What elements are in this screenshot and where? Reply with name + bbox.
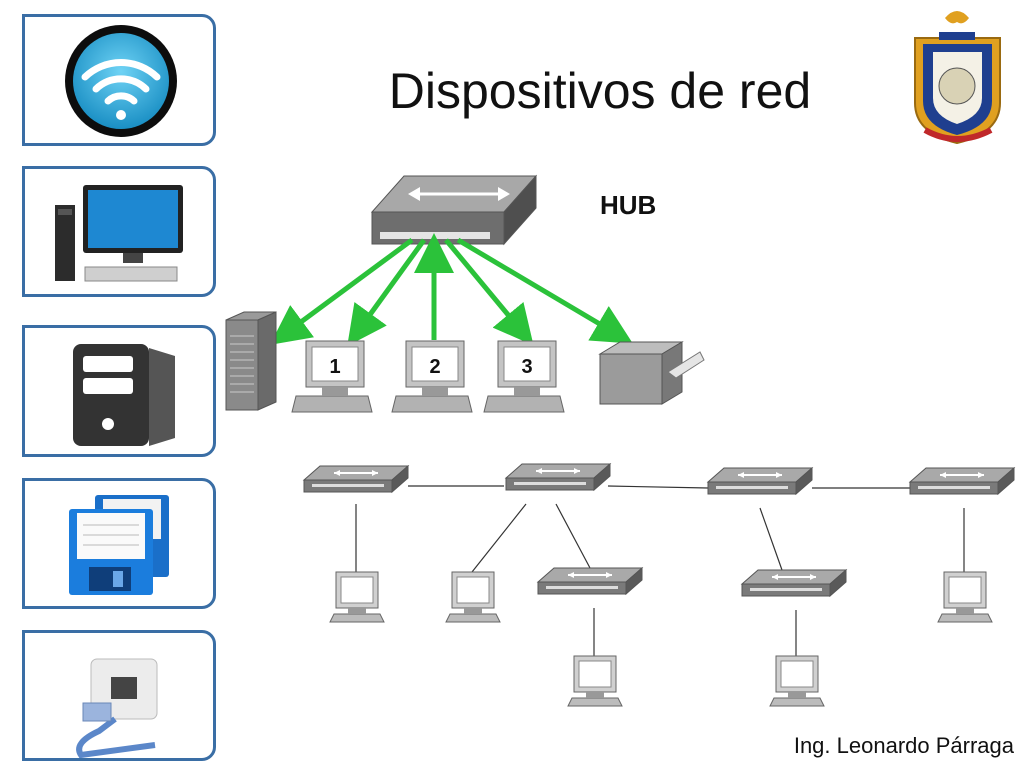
pc-3 — [567, 655, 623, 707]
sidebar-tile-desktop — [22, 166, 216, 297]
terminal-2-label: 2 — [429, 356, 440, 378]
switch-topology — [303, 463, 1015, 707]
slide-title: Dispositivos de red — [388, 63, 812, 119]
terminal-3: 3 — [483, 340, 565, 413]
sidebar-tile-server — [22, 325, 216, 457]
switch-1 — [303, 465, 409, 493]
server-tower-icon — [73, 344, 175, 446]
switch-3 — [707, 467, 813, 495]
hub-connection-arrows — [269, 233, 633, 347]
switch-4 — [909, 467, 1015, 495]
sidebar-tile-wifi — [22, 14, 216, 146]
pc-4 — [769, 655, 825, 707]
pc-1 — [329, 571, 385, 623]
terminal-1: 1 — [291, 340, 373, 413]
terminal-3-label: 3 — [521, 356, 532, 378]
sidebar-tile-ethernet — [22, 630, 216, 761]
university-seal-logo — [914, 11, 1001, 145]
pc-5 — [937, 571, 993, 623]
switch-2 — [505, 463, 611, 491]
floppy-disks-icon — [69, 495, 169, 595]
terminal-1-label: 1 — [329, 356, 340, 378]
wifi-icon — [65, 25, 177, 137]
hub-device — [370, 174, 538, 246]
switch-5 — [537, 567, 643, 595]
printer-device — [598, 341, 705, 405]
switch-6 — [741, 569, 847, 597]
author-credit: Ing. Leonardo Párraga — [793, 733, 1014, 758]
terminal-2: 2 — [391, 340, 473, 413]
desktop-computer-icon — [55, 185, 183, 282]
server-device — [225, 311, 277, 411]
pc-2 — [445, 571, 501, 623]
ethernet-port-icon — [76, 658, 158, 758]
sidebar-tile-floppy — [22, 478, 216, 609]
hub-label: HUB — [600, 190, 657, 220]
